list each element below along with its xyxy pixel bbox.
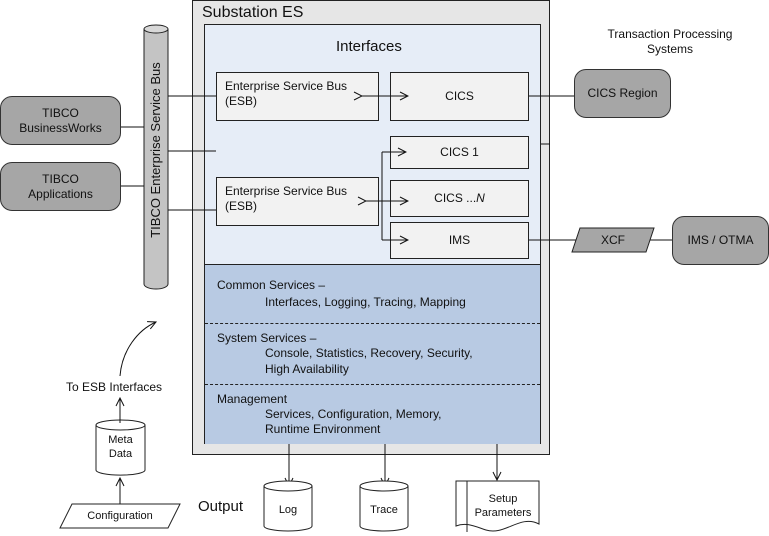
management-title: Management: [217, 392, 288, 406]
cics-n-interface[interactable]: CICS ...N: [390, 180, 529, 217]
cics-n-suffix: N: [476, 191, 485, 205]
xcf-label: XCF: [601, 233, 625, 247]
esb-interface-bottom[interactable]: Enterprise Service Bus (ESB): [216, 177, 379, 226]
management-detail-1: Services, Configuration, Memory,: [265, 407, 442, 421]
tp-heading-line2: Systems: [646, 42, 693, 56]
esb-bottom-line2: (ESB): [225, 199, 258, 213]
metadata-line1: Meta: [108, 434, 133, 446]
cics-region-label: CICS Region: [587, 86, 658, 100]
tp-heading-line1: Transaction Processing: [607, 27, 733, 41]
tibco-applications[interactable]: TIBCO Applications: [0, 162, 121, 211]
system-services-detail-2: High Availability: [265, 362, 349, 376]
configuration-label: Configuration: [87, 510, 153, 522]
ims-otma-label: IMS / OTMA: [687, 233, 754, 247]
setup-line1: Setup: [488, 493, 518, 505]
esb-bottom-line1: Enterprise Service Bus: [225, 184, 348, 198]
businessworks-line2: BusinessWorks: [19, 120, 102, 135]
system-services-title: System Services –: [217, 331, 317, 345]
arrow-to-esb-interfaces: [119, 322, 156, 377]
trace-datastore[interactable]: [359, 480, 409, 532]
ims-label: IMS: [448, 233, 471, 247]
tp-systems-heading: Transaction Processing Systems: [590, 27, 750, 57]
metadata-line2: Data: [108, 448, 133, 460]
xcf-shape[interactable]: [571, 227, 655, 253]
businessworks-line1: TIBCO: [42, 105, 79, 120]
setup-line2: Parameters: [474, 507, 532, 519]
output-label: Output: [198, 498, 244, 515]
setup-parameters-document[interactable]: [455, 480, 540, 532]
ims-otma[interactable]: IMS / OTMA: [672, 216, 769, 265]
trace-label: Trace: [370, 504, 398, 516]
cics-1-label: CICS 1: [440, 145, 479, 159]
common-services-detail: Interfaces, Logging, Tracing, Mapping: [265, 295, 466, 309]
applications-line1: TIBCO: [42, 171, 79, 186]
applications-line2: Applications: [28, 186, 93, 201]
ims-interface[interactable]: IMS: [390, 222, 529, 259]
esb-top-line2: (ESB): [225, 94, 258, 108]
esb-top-line1: Enterprise Service Bus: [225, 79, 348, 93]
configuration-input-shape[interactable]: [59, 503, 181, 529]
tibco-esb-cylinder[interactable]: [143, 24, 169, 290]
cics-n-prefix: CICS ...: [434, 191, 477, 205]
management-detail-2: Runtime Environment: [265, 422, 381, 436]
services-divider: [205, 384, 540, 385]
log-datastore[interactable]: [263, 480, 313, 532]
services-region: [205, 264, 540, 444]
substation-es-title: Substation ES: [202, 4, 304, 21]
cics-region[interactable]: CICS Region: [574, 69, 671, 118]
log-label: Log: [278, 504, 298, 516]
interfaces-title: Interfaces: [336, 38, 402, 55]
to-esb-interfaces-label: To ESB Interfaces: [66, 380, 163, 394]
common-services-title: Common Services –: [217, 278, 326, 292]
cics-label: CICS: [445, 89, 474, 103]
tibco-businessworks[interactable]: TIBCO BusinessWorks: [0, 96, 121, 145]
setup-parameters-label: Setup Parameters: [467, 492, 539, 520]
metadata-datastore[interactable]: [95, 419, 146, 476]
cics-n-label: CICS ...N: [434, 191, 485, 206]
esb-interface-top[interactable]: Enterprise Service Bus (ESB): [216, 72, 379, 121]
tibco-esb-label: TIBCO Enterprise Service Bus: [148, 62, 163, 238]
metadata-label: Meta Data: [96, 433, 145, 461]
system-services-detail-1: Console, Statistics, Recovery, Security,: [265, 346, 473, 360]
cics-interface[interactable]: CICS: [390, 72, 529, 121]
cics-1-interface[interactable]: CICS 1: [390, 136, 529, 169]
services-divider: [205, 323, 540, 324]
